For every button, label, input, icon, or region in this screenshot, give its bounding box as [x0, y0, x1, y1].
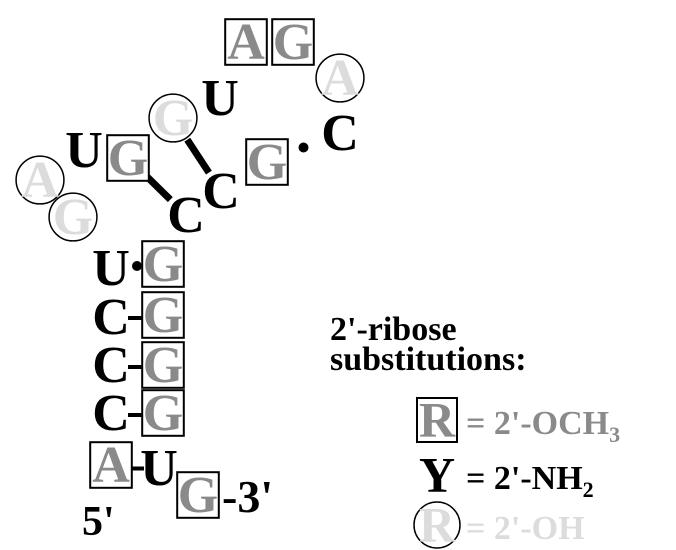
legend-item-2-subscript: 2 [583, 477, 594, 502]
legend-item-1-symbol-box [416, 397, 458, 443]
nucleotide-G2-letter: G [273, 14, 313, 71]
nucleotide-C16: C [92, 289, 130, 346]
pair-U14-G15-dot [132, 261, 142, 271]
nucleotide-G2: G [271, 14, 315, 71]
pair-G7-C11-bar [144, 173, 173, 203]
nucleotide-G10: G [48, 189, 98, 246]
nucleotide-A22-letter: A [92, 437, 130, 494]
nucleotide-U8-letter: U [65, 122, 103, 179]
legend-item-2-symbol: Y [419, 447, 455, 503]
nucleotide-U23-letter: U [140, 440, 178, 497]
nucleotide-U23: U [140, 440, 178, 497]
nucleotide-G7-box [106, 134, 150, 182]
nucleotide-G17: G [141, 287, 185, 344]
nucleotide-C18-letter: C [92, 337, 130, 394]
nucleotide-G19: G [141, 337, 185, 394]
legend-title-line2: substitutions: [330, 341, 527, 378]
nucleotide-G19-letter: G [143, 337, 183, 394]
three-prime-label: -3' [222, 471, 273, 522]
legend-item-1-text: = 2'-OCH3 [466, 405, 620, 447]
nucleotide-G6: G [148, 90, 198, 147]
nucleotide-G13-box [245, 138, 289, 186]
nucleotide-U5-letter: U [201, 70, 239, 127]
nucleotide-G24: G [176, 467, 220, 524]
nucleotide-G17-letter: G [143, 287, 183, 344]
nucleotide-A3-circle [315, 53, 365, 103]
pair-G6-C12-bar [184, 137, 212, 175]
nucleotide-U5: U [201, 70, 239, 127]
legend-item-1-subscript: 3 [609, 422, 620, 447]
nucleotide-G10-circle [48, 192, 98, 242]
nucleotide-G21-box [141, 389, 185, 437]
legend-item-2-text: = 2'-NH2 [466, 460, 594, 502]
legend-item-3-text: = 2'-OH [466, 510, 585, 547]
nucleotide-G2-box [271, 18, 315, 66]
nucleotide-A22: A [89, 437, 133, 494]
nucleotide-G17-box [141, 291, 185, 339]
nucleotide-G24-letter: G [178, 467, 218, 524]
nucleotide-G24-box [176, 471, 220, 519]
nucleotide-G15: G [141, 236, 185, 293]
nucleotide-A1-box [224, 18, 268, 66]
nucleotide-G7: G [106, 130, 150, 187]
nucleotide-G13: G [245, 134, 289, 191]
legend-item-3-symbol-letter: R [419, 497, 456, 550]
nucleotide-G21-letter: G [143, 385, 183, 442]
nucleotide-G15-letter: G [143, 236, 183, 293]
legend-item-3-symbol: R [413, 497, 461, 550]
nucleotide-A3-letter: A [321, 50, 359, 107]
nucleotide-G21: G [141, 385, 185, 442]
nucleotide-G6-letter: G [153, 90, 193, 147]
pair-C4-G13-dot [298, 142, 309, 153]
legend-item-3-symbol-circle [413, 501, 461, 549]
legend-item-1-symbol: R [416, 392, 458, 448]
nucleotide-A1: A [224, 14, 268, 71]
nucleotide-C12-letter: C [202, 163, 240, 220]
nucleotide-G7-letter: G [108, 130, 148, 187]
nucleotide-G6-circle [148, 93, 198, 143]
nucleotide-A1-letter: A [227, 14, 265, 71]
nucleotide-C16-letter: C [92, 289, 130, 346]
nucleotide-G15-box [141, 240, 185, 288]
nucleotide-C12: C [202, 163, 240, 220]
nucleotide-C11-letter: C [167, 187, 205, 244]
nucleotide-A3: A [315, 50, 365, 107]
five-prime-label: 5' [82, 499, 115, 545]
nucleotide-U8: U [65, 122, 103, 179]
nucleotide-C11: C [167, 187, 205, 244]
nucleotide-C4: C [321, 105, 359, 162]
nucleotide-G10-letter: G [53, 189, 93, 246]
nucleotide-G19-box [141, 341, 185, 389]
legend-item-2-symbol-letter: Y [419, 447, 455, 503]
nucleotide-A9: A [15, 152, 65, 209]
nucleotide-A9-circle [15, 155, 65, 205]
legend-item-1-symbol-letter: R [419, 392, 456, 448]
legend-title-line1: 2'-ribose [330, 311, 457, 348]
nucleotide-C18: C [92, 337, 130, 394]
nucleotide-U14: U [92, 240, 130, 297]
nucleotide-C20: C [92, 385, 130, 442]
nucleotide-G13-letter: G [247, 134, 287, 191]
nucleotide-C20-letter: C [92, 385, 130, 442]
nucleotide-U14-letter: U [92, 240, 130, 297]
nucleotide-A22-box [89, 441, 133, 489]
nucleotide-A9-letter: A [21, 152, 59, 209]
nucleotide-C4-letter: C [321, 105, 359, 162]
